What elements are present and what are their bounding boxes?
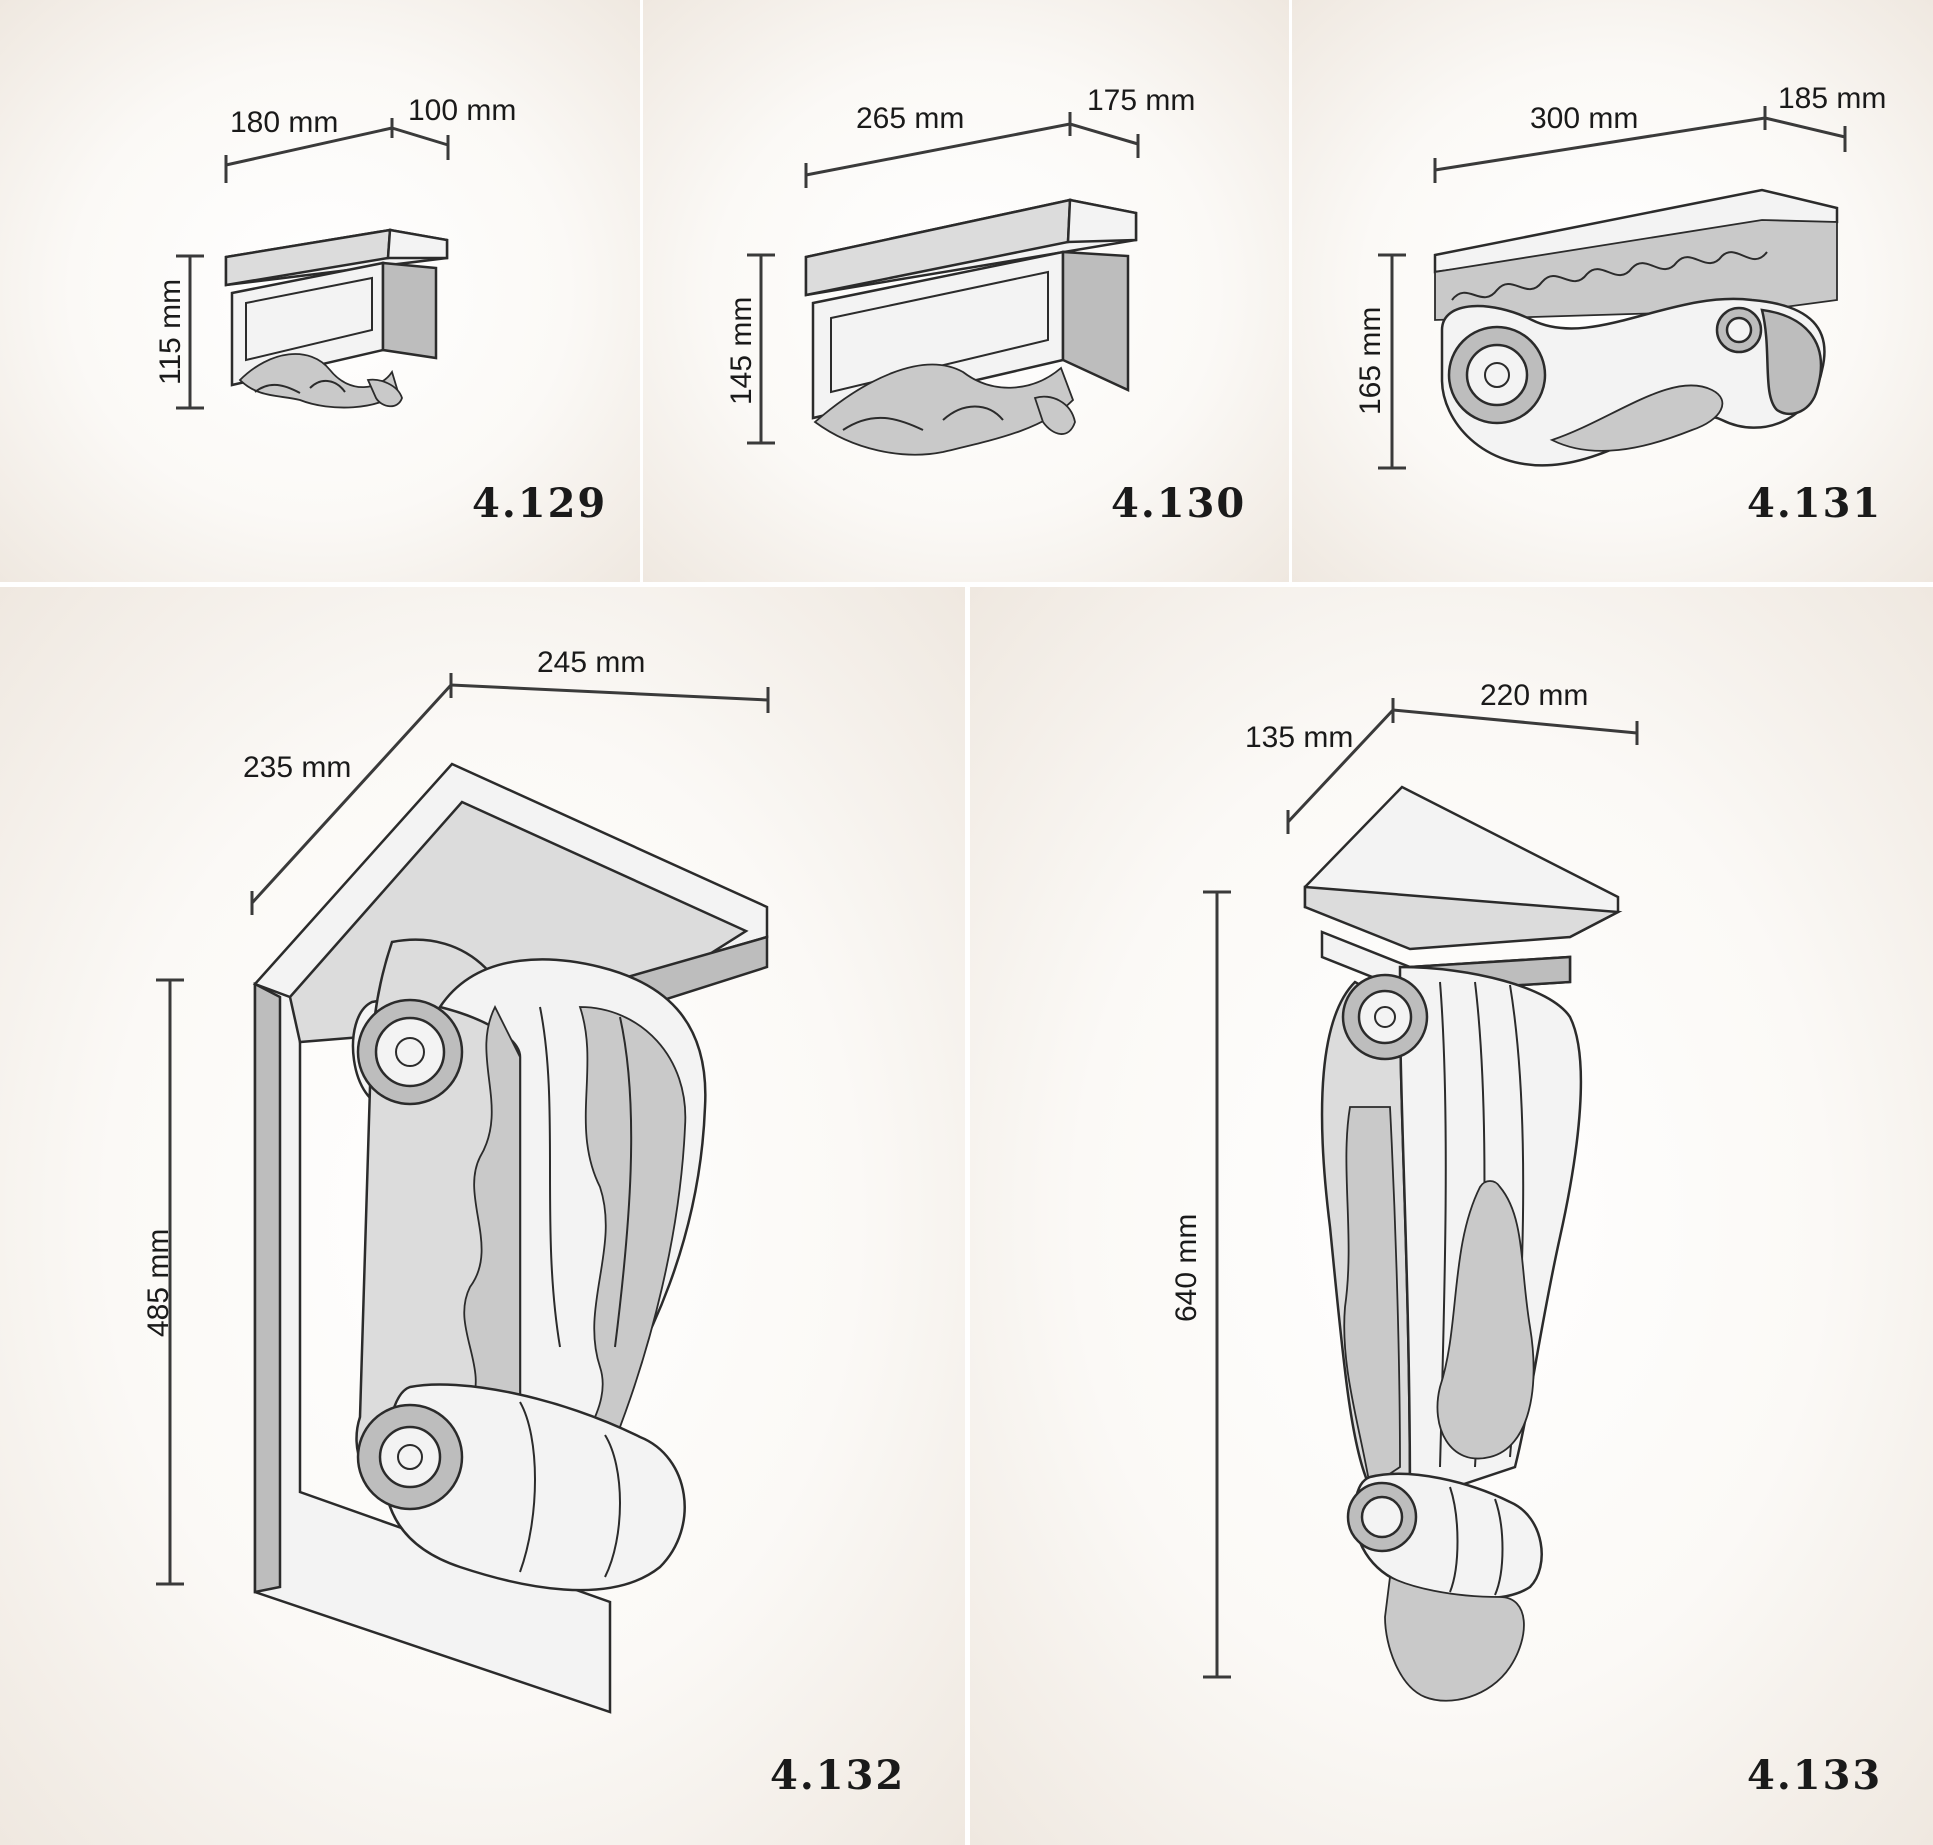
- product-code: 4.133: [1747, 1752, 1883, 1799]
- width-label: 245 mm: [537, 646, 645, 679]
- width-dimension-line: [1434, 116, 1766, 172]
- height-label: 485 mm: [142, 1229, 175, 1337]
- corbel-4-129-illustration: [224, 228, 449, 409]
- depth-label: 100 mm: [408, 94, 516, 127]
- depth-dimension-line: [250, 683, 453, 905]
- product-panel-4-132: 245 mm 235 mm 485 mm: [0, 587, 965, 1845]
- product-code: 4.130: [1111, 480, 1247, 527]
- depth-dimension-line: [1069, 122, 1139, 146]
- height-label: 165 mm: [1354, 307, 1387, 415]
- height-label: 640 mm: [1170, 1214, 1203, 1322]
- width-label: 180 mm: [230, 106, 338, 139]
- width-label: 300 mm: [1530, 102, 1638, 135]
- depth-label: 135 mm: [1245, 721, 1353, 754]
- width-label: 265 mm: [856, 102, 964, 135]
- width-dimension-line: [450, 683, 769, 702]
- corbel-4-131-drawing: 300 mm 185 mm 165 mm: [1354, 82, 1886, 470]
- product-panel-4-129: 180 mm 100 mm 115 mm 4.129: [0, 0, 640, 582]
- corbel-4-133-drawing: 220 mm 135 mm 640 mm: [1170, 679, 1639, 1702]
- width-dimension-line: [225, 126, 393, 167]
- depth-dimension-line: [391, 126, 449, 147]
- height-label: 145 mm: [725, 297, 758, 405]
- height-label: 115 mm: [154, 279, 187, 385]
- product-panel-4-133: 220 mm 135 mm 640 mm 4.133: [970, 587, 1933, 1845]
- depth-label: 185 mm: [1778, 82, 1886, 115]
- depth-label: 175 mm: [1087, 84, 1195, 117]
- product-code: 4.132: [770, 1752, 906, 1799]
- corbel-4-130-drawing: 265 mm 175 mm 145 mm: [725, 84, 1195, 456]
- depth-dimension-line: [1286, 708, 1395, 824]
- width-label: 220 mm: [1480, 679, 1588, 712]
- corbel-4-129-drawing: 180 mm 100 mm 115 mm: [154, 94, 516, 410]
- product-code: 4.129: [472, 480, 608, 527]
- corbel-4-132-illustration: [252, 762, 769, 1714]
- product-panel-4-131: 300 mm 185 mm 165 mm 4.131: [1292, 0, 1933, 582]
- width-dimension-line: [1392, 708, 1638, 735]
- product-panel-4-130: 265 mm 175 mm 145 mm 4.130: [643, 0, 1289, 582]
- width-dimension-line: [805, 122, 1071, 177]
- depth-label: 235 mm: [243, 751, 351, 784]
- corbel-4-131-illustration: [1433, 188, 1839, 467]
- corbel-4-132-drawing: 245 mm 235 mm 485 mm: [142, 646, 770, 1714]
- corbel-4-133-illustration: [1303, 785, 1623, 1702]
- corbel-4-130-illustration: [804, 198, 1138, 456]
- depth-dimension-line: [1764, 116, 1846, 139]
- product-code: 4.131: [1747, 480, 1883, 527]
